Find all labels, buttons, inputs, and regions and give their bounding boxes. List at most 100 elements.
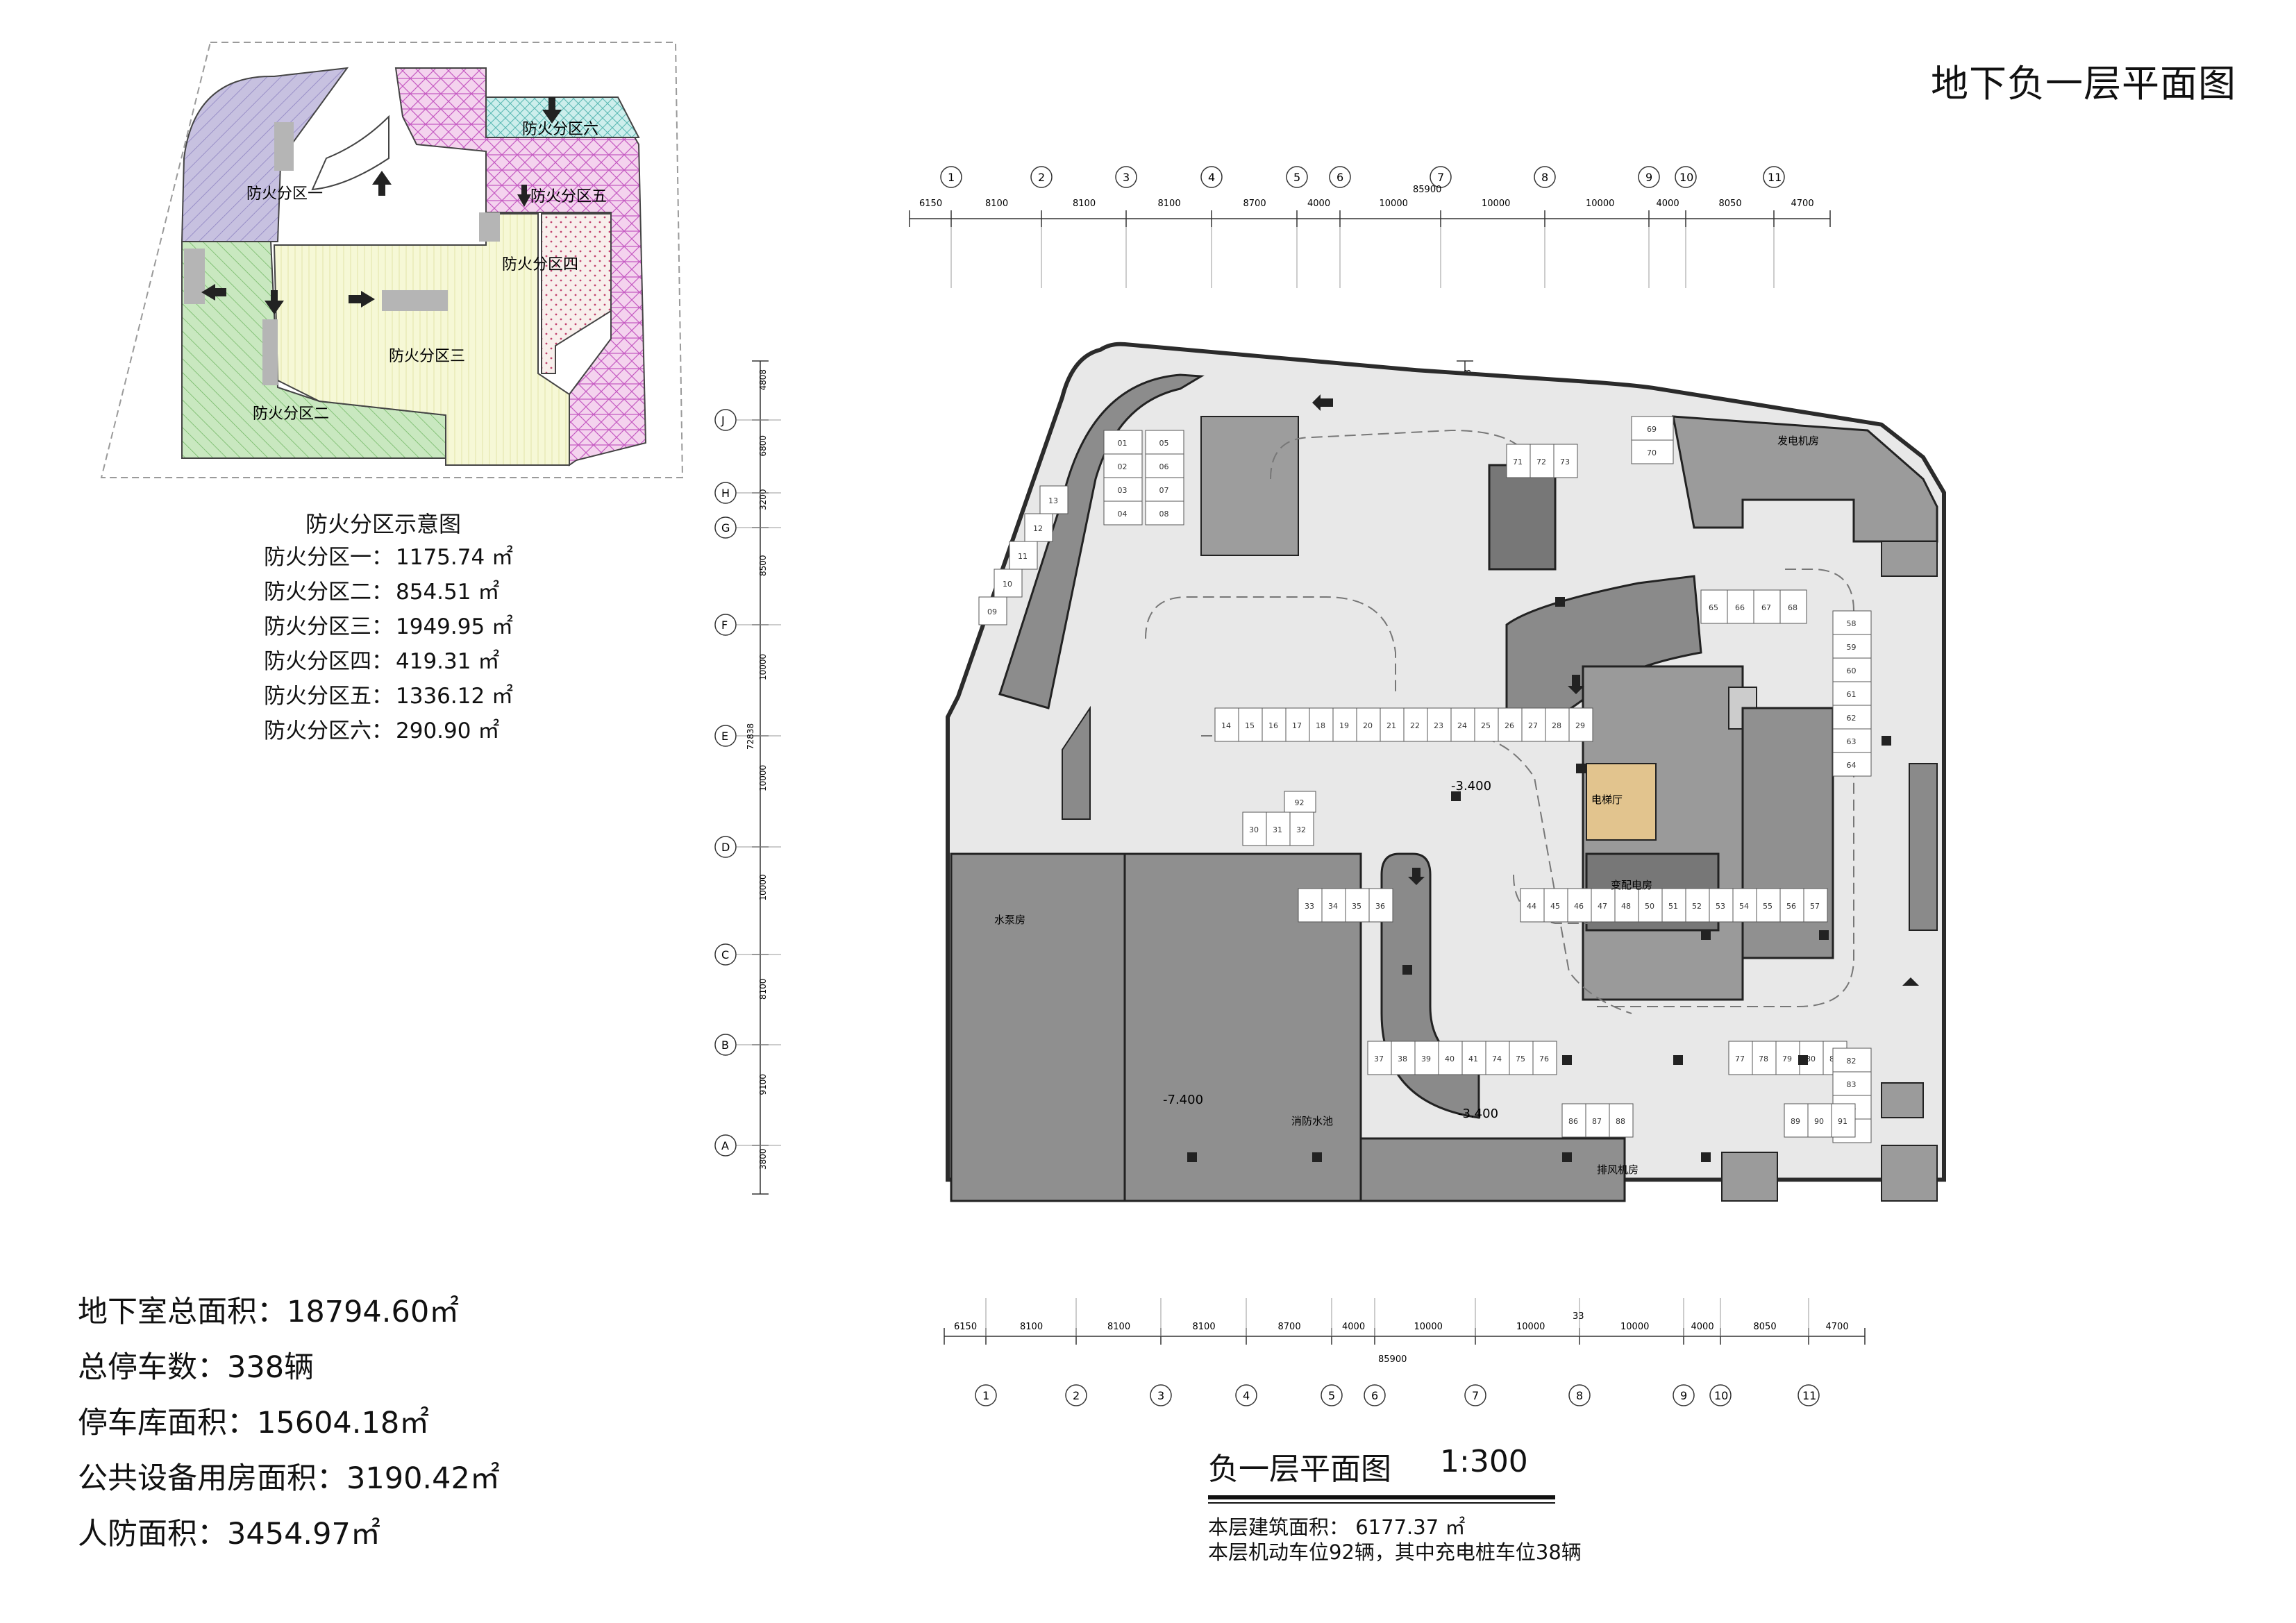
parking-stall-number: 88 (1616, 1117, 1625, 1126)
parking-stall (1803, 888, 1828, 923)
parking-stall (1732, 888, 1757, 923)
parking-stall-number: 46 (1574, 902, 1584, 911)
axis-label: 1 (948, 171, 955, 184)
parking-stall (1832, 705, 1872, 730)
dim-text: 8700 (1243, 199, 1266, 209)
parking-stall (1568, 707, 1593, 742)
parking-stall (1831, 1103, 1856, 1138)
parking-stall (1784, 1103, 1809, 1138)
parking-stall (1752, 1041, 1777, 1075)
parking-stall-number: 69 (1647, 425, 1657, 434)
axis-bubble (1364, 1384, 1386, 1406)
parking-stall (1832, 657, 1872, 682)
parking-stall-number: 24 (1457, 721, 1467, 730)
parking-stall (1427, 707, 1452, 742)
parking-stall (1506, 444, 1531, 478)
parking-stall (1262, 707, 1287, 742)
dim-text: 3200 (758, 489, 768, 510)
parking-stall-number: 23 (1434, 721, 1443, 730)
parking-stall (1543, 888, 1568, 923)
axis-bubble (714, 482, 737, 504)
parking-stall-number: 52 (1692, 902, 1702, 911)
parking-stall (1779, 888, 1804, 923)
axis-bubble (1200, 166, 1223, 188)
parking-stall-number: 21 (1386, 721, 1396, 730)
parking-stall (1498, 707, 1523, 742)
parking-stall-number: 47 (1598, 902, 1607, 911)
parking-stall-number: 16 (1268, 721, 1278, 730)
parking-stall (1368, 888, 1393, 923)
parking-stall-number: 38 (1398, 1054, 1407, 1063)
dim-text: 10000 (1380, 199, 1408, 209)
dim-text: 4700 (1791, 199, 1814, 209)
axis-bubble (1763, 166, 1785, 188)
parking-stall (1145, 477, 1184, 502)
parking-stall (1380, 707, 1405, 742)
axis-bubble (714, 725, 737, 747)
room-label-pump: 水泵房 (994, 914, 1025, 926)
parking-stall-number: 53 (1716, 902, 1725, 911)
zone-area-row: 防火分区五：1336.12 ㎡ (264, 679, 513, 714)
zone-area-row: 防火分区六：290.90 ㎡ (264, 714, 513, 748)
parking-stall-number: 03 (1118, 486, 1128, 495)
parking-stall-number: 63 (1847, 737, 1857, 746)
zone-area-value: 1336.12 ㎡ (396, 684, 514, 709)
dim-text: 10000 (758, 874, 768, 900)
parking-stall (1103, 453, 1143, 478)
summary-line: 总停车数：338辆 (78, 1350, 315, 1385)
dim-text: 4000 (1691, 1322, 1714, 1332)
parking-stall-number: 09 (987, 607, 997, 616)
parking-stall (1321, 888, 1346, 923)
axis-bubble (1150, 1384, 1172, 1406)
parking-stall-number: 12 (1033, 524, 1043, 533)
dim-text: 10000 (758, 765, 768, 791)
parking-stall (1103, 501, 1143, 525)
axis-label: F (721, 619, 728, 632)
parking-stall-number: 51 (1668, 902, 1678, 911)
parking-stall-number: 27 (1528, 721, 1538, 730)
parking-stall (1242, 812, 1267, 846)
parking-stall (1661, 888, 1686, 923)
total-dim: 85900 (1378, 1354, 1407, 1365)
parking-stall-number: 91 (1838, 1117, 1847, 1126)
parking-stall-number: 06 (1159, 462, 1169, 471)
axis-bubble (975, 1384, 997, 1406)
parking-stall-number: 60 (1847, 666, 1857, 675)
parking-stall-number: 20 (1363, 721, 1373, 730)
parking-stall-number: 32 (1296, 825, 1306, 834)
dim-text: 8050 (1754, 1322, 1777, 1332)
axis-label: 8 (1576, 1389, 1583, 1402)
parking-stall-number: 10 (1003, 580, 1012, 589)
dim-text: 10000 (1586, 199, 1614, 209)
axis-label: 11 (1802, 1389, 1816, 1402)
zone-area-value: 1949.95 ㎡ (396, 614, 514, 639)
parking-stall (1266, 812, 1291, 846)
plan-notes: 本层建筑面积： 6177.37 ㎡ 本层机动车位92辆，其中充电桩车位38辆 (1208, 1515, 1582, 1565)
axis-bubble (714, 614, 737, 636)
parking-stall (1685, 888, 1710, 923)
parking-stall (1024, 513, 1053, 542)
parking-stall (1609, 1103, 1634, 1138)
parking-stall (1753, 589, 1781, 624)
zone-label-6: 防火分区六 (522, 121, 598, 138)
parking-stall-number: 33 (1305, 902, 1314, 911)
zone-area-value: 290.90 ㎡ (396, 718, 500, 743)
elevation-mark-3: -3.400 (1458, 1107, 1498, 1121)
summary-line: 人防面积：3454.97㎡ (78, 1517, 380, 1551)
dim-text: 8100 (758, 978, 768, 1000)
parking-stall-number: 41 (1468, 1054, 1478, 1063)
parking-stall-number: 82 (1847, 1057, 1857, 1066)
parking-stall-number: 05 (1159, 439, 1169, 448)
axis-bubble (1286, 166, 1308, 188)
parking-stall-number: 90 (1814, 1117, 1824, 1126)
parking-stall-number: 86 (1568, 1117, 1578, 1126)
elevation-mark-2: -7.400 (1163, 1093, 1203, 1107)
parking-stall-number: 77 (1735, 1054, 1745, 1063)
axis-label: 10 (1714, 1389, 1728, 1402)
dim-text: 10000 (1620, 1322, 1649, 1332)
parking-stall-number: 11 (1018, 552, 1028, 561)
axis-bubble (1534, 166, 1556, 188)
parking-stall (1485, 1041, 1510, 1075)
